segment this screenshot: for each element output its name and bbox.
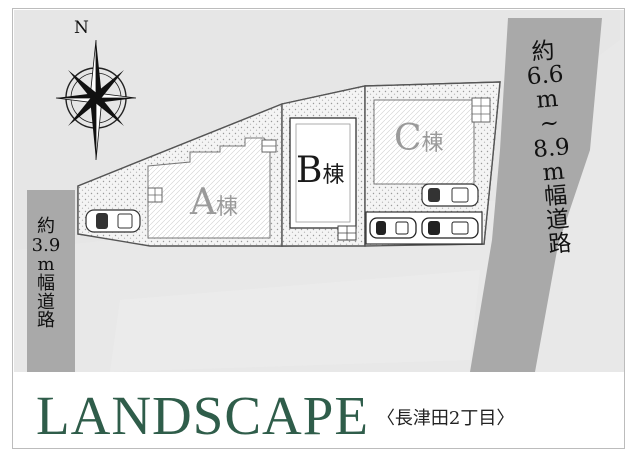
west-road	[27, 190, 75, 372]
lot-a-letter: A	[190, 182, 216, 223]
west-road-label: 約 3.9 m 幅 道 路	[29, 216, 63, 332]
lot-b-suffix: 棟	[322, 163, 345, 188]
lot-c-letter: C	[394, 118, 422, 159]
location-subtitle: 〈長津田2丁目〉	[376, 408, 515, 429]
car-icon-lot-c-1	[421, 217, 479, 239]
lot-b-label: B棟	[296, 150, 344, 191]
west-road-label-line: m	[37, 253, 55, 275]
lot-b-letter: B	[296, 150, 323, 191]
footer: LANDSCAPE 〈長津田2丁目〉	[36, 388, 514, 443]
compass-rose-icon	[55, 39, 137, 161]
lot-c-label: C棟	[394, 118, 444, 159]
lot-a-suffix: 棟	[216, 195, 239, 220]
west-road-label-line: 約	[37, 216, 55, 237]
lot-a-building	[147, 137, 271, 239]
west-road-label-line: 道	[37, 291, 55, 313]
lot-b-building	[289, 117, 357, 229]
lot-a-label: A棟	[190, 182, 238, 223]
car-icon-lot-a	[85, 209, 141, 233]
west-road-label-line: 路	[37, 310, 55, 332]
north-label: N	[74, 18, 89, 38]
east-road	[470, 18, 602, 372]
lot-b	[281, 85, 366, 247]
lot-c-building	[373, 99, 475, 185]
lot-c-suffix: 棟	[421, 131, 444, 156]
car-icon-lot-c-2	[421, 183, 479, 207]
page-title: LANDSCAPE	[36, 385, 369, 446]
west-road-label-line: 3.9	[31, 234, 61, 256]
car-icon-lot-b	[369, 217, 417, 239]
west-road-label-line: 幅	[37, 272, 55, 294]
